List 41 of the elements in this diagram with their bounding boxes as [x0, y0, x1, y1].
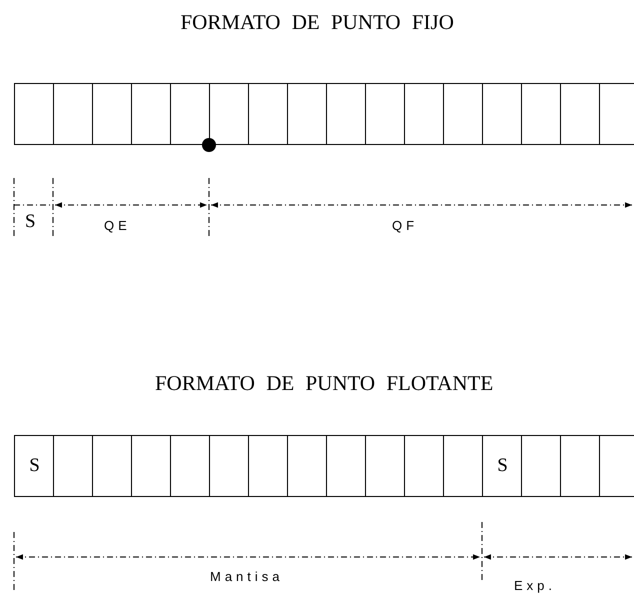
- bit-cell: [404, 83, 444, 145]
- dimension-label: Mantisa: [210, 569, 284, 584]
- bit-cell: [287, 435, 327, 497]
- dimension-label: Exp.: [514, 578, 556, 593]
- bit-cell: [209, 83, 249, 145]
- bit-cell: [170, 83, 210, 145]
- bit-cell: [599, 435, 634, 497]
- bit-cell: [521, 83, 561, 145]
- bit-cell: [521, 435, 561, 497]
- bit-cell: [92, 435, 132, 497]
- bit-cell: [404, 435, 444, 497]
- sign-bit-label: S: [497, 455, 508, 477]
- dimension-label: S: [25, 211, 36, 233]
- bit-cell: [326, 83, 366, 145]
- bit-cell: [14, 435, 54, 497]
- bit-cell: [365, 435, 405, 497]
- bit-cell: [209, 435, 249, 497]
- bit-cell: [326, 435, 366, 497]
- section-heading: FORMATO DE PUNTO FIJO: [180, 10, 454, 35]
- bit-cell: [248, 435, 288, 497]
- bit-cell: [287, 83, 327, 145]
- bit-cell: [53, 435, 93, 497]
- bit-cell: [560, 83, 600, 145]
- bit-cell: [443, 83, 483, 145]
- bit-cell: [560, 435, 600, 497]
- bit-cell: [53, 83, 93, 145]
- section-heading: FORMATO DE PUNTO FLOTANTE: [155, 371, 494, 396]
- bit-cell: [14, 83, 54, 145]
- bit-cell: [131, 435, 171, 497]
- bit-cell: [92, 83, 132, 145]
- bit-cell: [170, 435, 210, 497]
- bit-cell: [365, 83, 405, 145]
- dimension-label: QE: [104, 218, 131, 233]
- bit-cell: [599, 83, 634, 145]
- dimension-label: QF: [392, 218, 418, 233]
- bit-cell: [443, 435, 483, 497]
- bit-cell: [482, 83, 522, 145]
- bit-cell: [482, 435, 522, 497]
- bit-cell: [248, 83, 288, 145]
- bit-cell: [131, 83, 171, 145]
- sign-bit-label: S: [29, 455, 40, 477]
